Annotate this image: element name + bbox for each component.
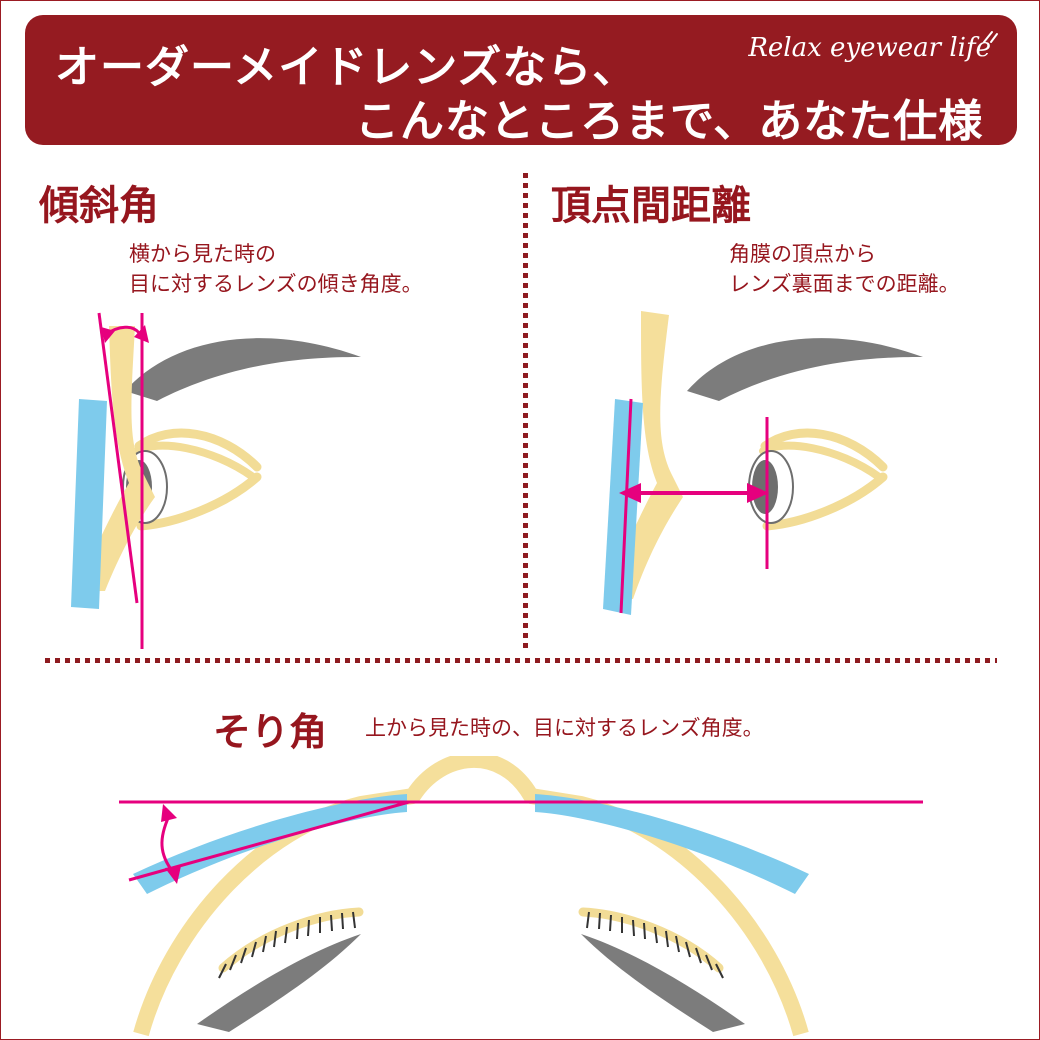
- upper-eyelid: [760, 428, 888, 472]
- header-banner: オーダーメイドレンズなら、 こんなところまで、あなた仕様 Relax eyewe…: [25, 15, 1017, 147]
- iris-shape: [752, 460, 778, 514]
- upper-eyelid-inner: [759, 441, 883, 481]
- figure-tilt-angle: [71, 312, 361, 649]
- upper-eyelid: [134, 428, 262, 472]
- desc-tilt-line2: 目に対するレンズの傾き角度。: [129, 272, 423, 297]
- lower-eyelid: [136, 472, 262, 531]
- left-eyebrow: [197, 934, 361, 1032]
- banner-headline-line2: こんなところまで、あなた仕様: [355, 96, 984, 147]
- horizontal-dotted-divider: [45, 658, 997, 663]
- figure-vertex-distance: [603, 311, 923, 615]
- desc-tilt-line1: 横から見た時の: [129, 242, 276, 266]
- right-lens-shape: [535, 794, 809, 894]
- section-title-wrap: そり角: [213, 710, 328, 754]
- section-title-tilt: 傾斜角: [39, 183, 159, 229]
- lens-shape: [603, 399, 643, 615]
- right-eyelashes: [586, 911, 724, 979]
- wrap-arrowhead-bottom: [165, 866, 181, 884]
- section-title-vertex: 頂点間距離: [551, 183, 751, 229]
- section-description-vertex: 角膜の頂点から レンズ裏面までの距離。: [729, 239, 960, 300]
- right-eyelid: [578, 907, 724, 973]
- left-lens-shape: [133, 794, 407, 894]
- angle-arrowhead-right: [134, 325, 149, 343]
- vertex-arrowhead-left: [619, 483, 641, 503]
- banner-headline-line1: オーダーメイドレンズなら、: [55, 42, 638, 93]
- face-profile-shape: [605, 311, 683, 599]
- face-profile-shape: [77, 326, 155, 591]
- desc-vertex-line2: レンズ裏面までの距離。: [729, 272, 960, 297]
- right-eyebrow: [581, 934, 745, 1032]
- section-description-tilt: 横から見た時の 目に対するレンズの傾き角度。: [129, 239, 423, 300]
- desc-vertex-line1: 角膜の頂点から: [729, 242, 876, 266]
- face-outline-top-view: [133, 756, 809, 1037]
- brand-logotype: Relax eyewear life: [748, 33, 991, 63]
- lens-back-surface-line: [619, 398, 633, 614]
- left-eyelid: [218, 907, 364, 973]
- vertex-arrowhead-right: [747, 483, 769, 503]
- upper-eyelid-inner: [133, 441, 257, 481]
- eyebrow-shape: [125, 338, 361, 401]
- figure-wrap-angle: [119, 756, 923, 1037]
- wrap-arrowhead-top: [161, 804, 177, 822]
- vertical-dotted-divider: [523, 173, 528, 651]
- lower-eyelid: [762, 472, 888, 531]
- section-description-wrap: 上から見た時の、目に対するレンズ角度。: [365, 716, 764, 740]
- lens-plane-line: [97, 312, 139, 604]
- eyebrow-shape: [687, 338, 923, 401]
- sparkle-icon: [983, 31, 998, 43]
- left-eyelashes: [218, 911, 356, 979]
- lens-shape: [71, 399, 107, 609]
- angle-arrowhead-left: [101, 327, 115, 343]
